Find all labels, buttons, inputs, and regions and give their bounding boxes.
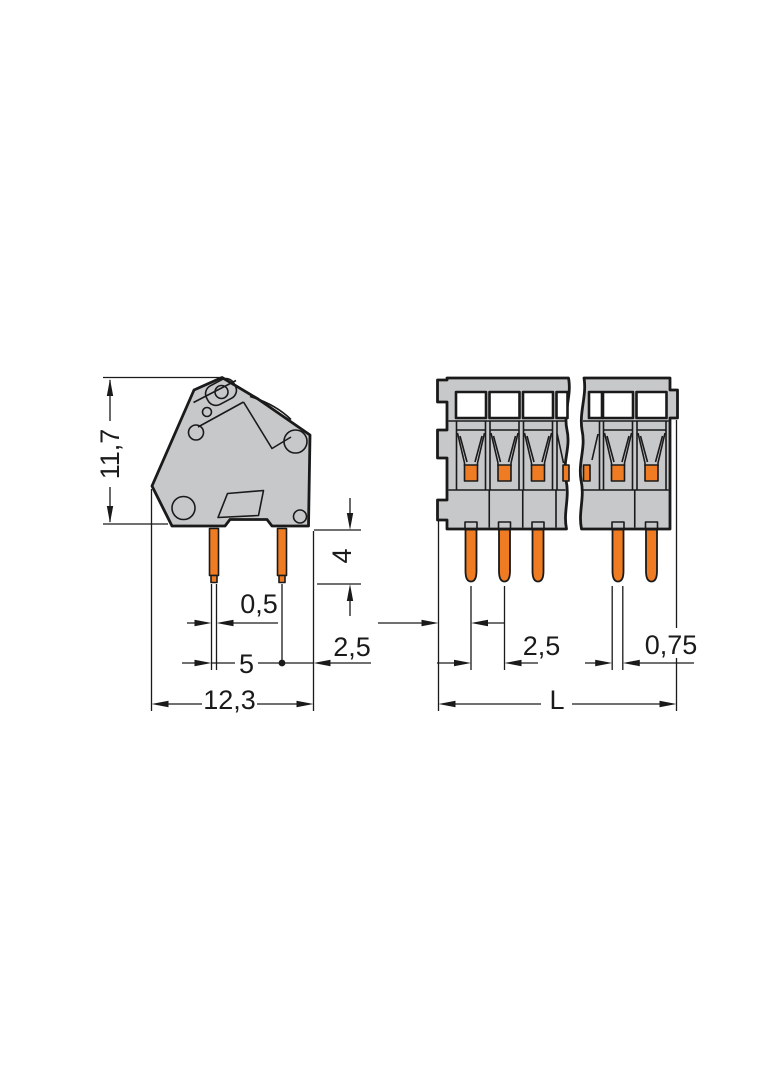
dim-label-pin-spacing: 5: [239, 649, 254, 679]
dim-label-height: 11,7: [95, 429, 125, 480]
lower-dividers: [488, 490, 636, 528]
dim-label-edge-to-pin: 2,5: [333, 632, 371, 662]
partial-pole-right: [582, 390, 604, 490]
solder-pin: [531, 528, 545, 583]
dimension-edge-to-pin: 2,5: [282, 632, 371, 667]
dim-label-pin-width-front: 0,75: [645, 630, 698, 660]
round-detail: [292, 509, 308, 524]
solder-pin: [611, 528, 625, 583]
solder-pin-tip: [278, 574, 286, 584]
front-view: [436, 376, 679, 583]
solder-pin: [464, 528, 478, 583]
dim-label-pole-pitch: 2,5: [523, 631, 561, 661]
dimension-pin-spacing: 5: [182, 584, 286, 679]
dim-label-pin-length: 4: [327, 548, 357, 563]
side-housing: [150, 376, 312, 528]
solder-pin-tip: [210, 574, 218, 584]
solder-pin: [208, 527, 220, 577]
dimension-overall-length: L: [437, 420, 678, 715]
side-view: [150, 376, 312, 584]
dimension-pole-pitch: 2,5: [437, 586, 560, 670]
side-housing-details: [171, 377, 308, 524]
round-detail: [187, 424, 205, 441]
dim-label-overall-width: 12,3: [203, 685, 256, 715]
round-detail: [171, 495, 196, 521]
dimension-pin-width-front: 0,75: [585, 586, 697, 670]
dimension-pin-width-side: 0,5: [187, 584, 278, 670]
solder-pin: [645, 528, 658, 583]
front-housing-lines: [448, 420, 669, 491]
dim-label-pin-width-side: 0,5: [240, 589, 278, 619]
dimension-height: 11,7: [95, 376, 221, 525]
front-view-pins: [464, 528, 658, 583]
small-hole: [201, 406, 213, 418]
partial-pole-left: [555, 390, 570, 490]
dimension-overall-width: 12,3: [150, 489, 315, 715]
dimension-pin-length: 4: [314, 498, 361, 616]
solder-pin: [498, 528, 511, 583]
dimension-edge-to-pin-front: [378, 619, 505, 627]
dim-label-overall-length: L: [549, 685, 564, 715]
side-view-pins: [208, 527, 288, 584]
solder-pin: [276, 527, 288, 577]
